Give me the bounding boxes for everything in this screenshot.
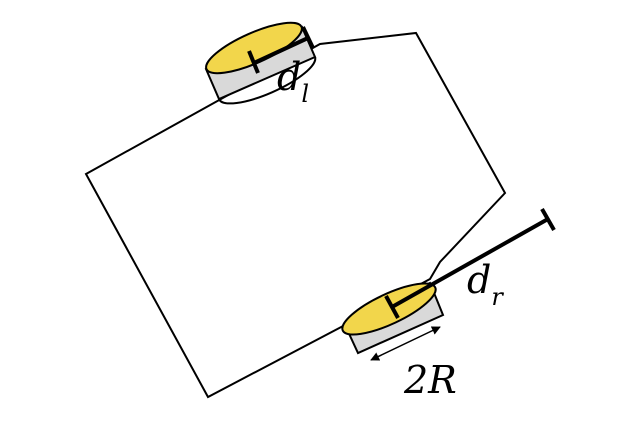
left-distance-label: dl bbox=[277, 55, 309, 108]
left-distance-marker bbox=[247, 26, 315, 74]
right-distance-label: dr bbox=[467, 258, 504, 311]
left-wheel bbox=[204, 21, 317, 105]
right-distance-marker bbox=[384, 208, 556, 319]
wheel-width-label: 2R bbox=[403, 358, 457, 402]
wheel-width-arrow bbox=[370, 326, 441, 361]
robot-body bbox=[84, 31, 507, 399]
left-wheel-bottom-rim bbox=[218, 56, 317, 105]
